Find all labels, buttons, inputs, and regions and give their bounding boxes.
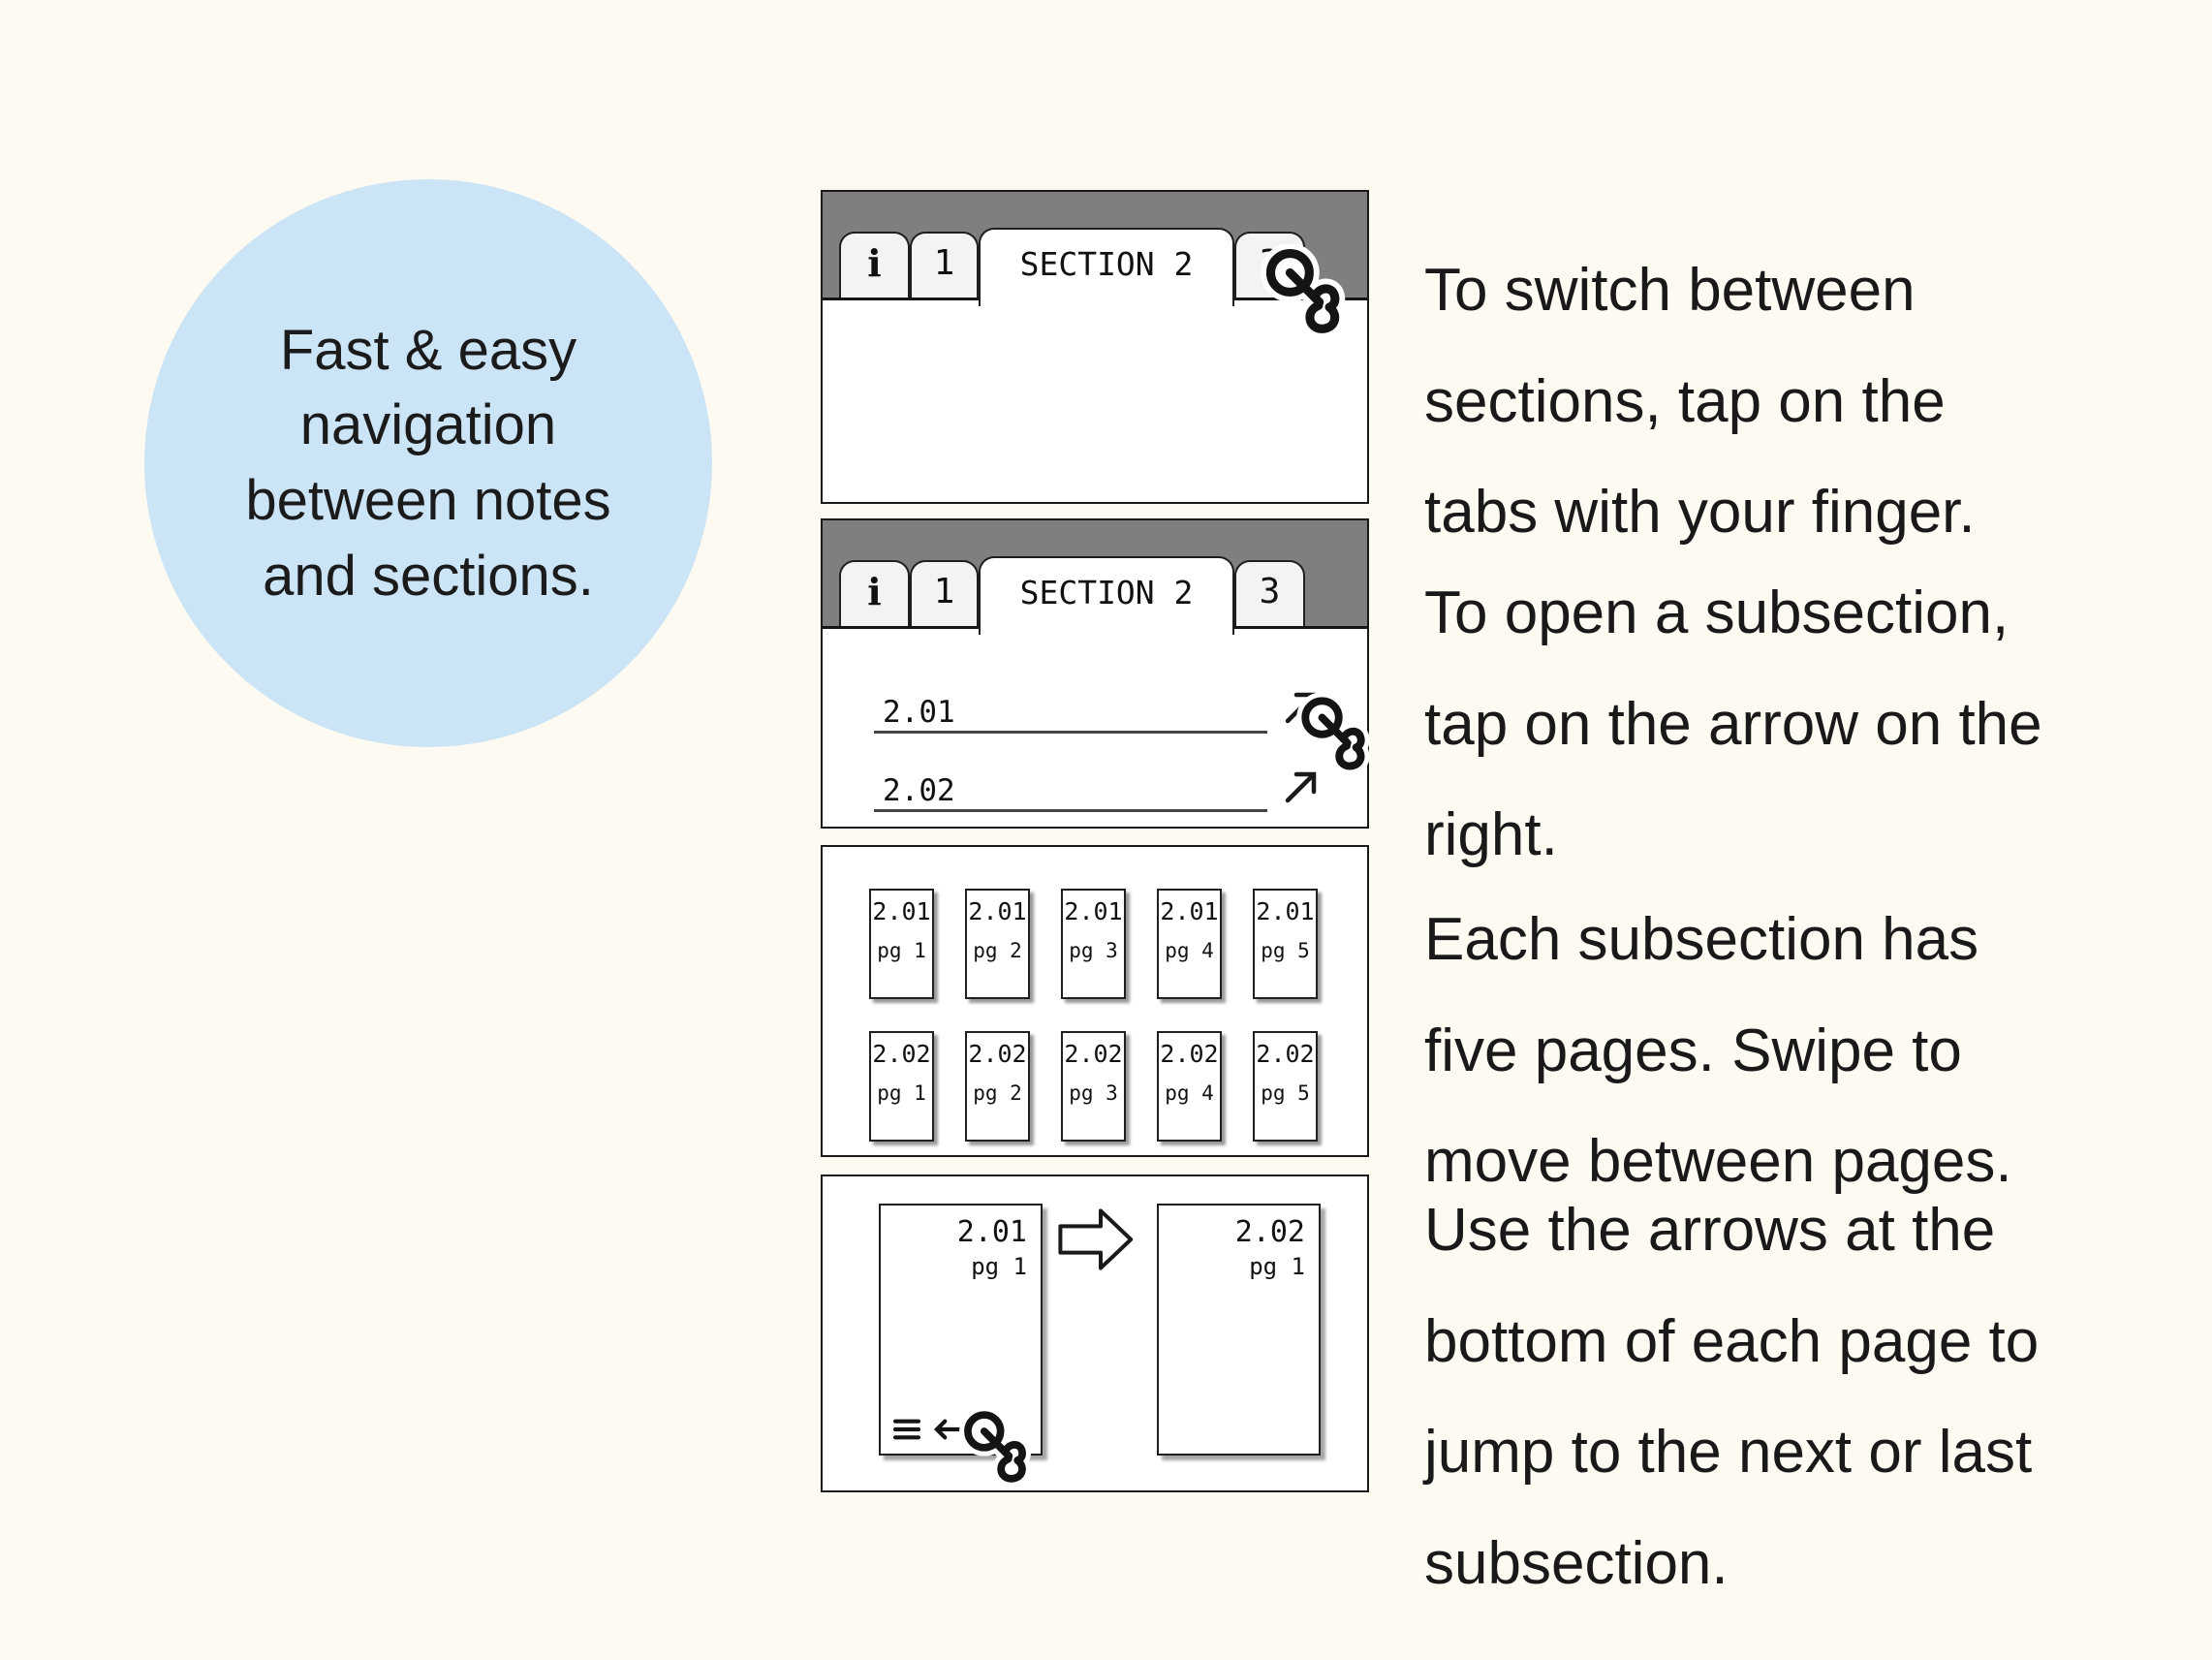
intro-text: Fast & easy navigation between notes and…	[245, 318, 611, 608]
page-thumbnail: 2.02 pg 4	[1157, 1031, 1222, 1142]
page-number: pg 1	[1249, 1253, 1305, 1280]
tap-finger-icon	[1255, 244, 1355, 345]
instruction-switch-sections: To switch between sections, tap on the t…	[1424, 257, 1976, 547]
page-corner-label: 2.01 pg 1	[957, 1215, 1027, 1280]
instruction-swipe-pages: Each subsection has five pages. Swipe to…	[1424, 906, 2012, 1196]
page-thumbnail-number: pg 5	[1261, 1081, 1310, 1105]
page-thumbnail-subsection: 2.02	[1256, 1040, 1315, 1068]
page-thumbnail: 2.02 pg 3	[1061, 1031, 1126, 1142]
tab-info: i	[839, 232, 910, 298]
subsection-underline	[874, 731, 1267, 734]
tab-info: i	[839, 560, 910, 626]
page-thumbnail-number: pg 4	[1165, 939, 1214, 962]
intro-circle: Fast & easy navigation between notes and…	[144, 179, 712, 747]
tab-section-3: 3	[1234, 560, 1305, 626]
menu-icon	[892, 1418, 921, 1441]
subsection-label: 2.02	[883, 773, 955, 808]
diagram-page-grid: 2.01 pg 1 2.01 pg 2 2.01 pg 3 2.01 pg 4 …	[821, 845, 1369, 1157]
instruction-jump-arrows: Use the arrows at the bottom of each pag…	[1424, 1197, 2040, 1598]
page-thumbnail-number: pg 4	[1165, 1081, 1214, 1105]
diagram-tab-switching: i 1 SECTION 2 3	[821, 190, 1369, 504]
page-thumbnail-subsection: 2.02	[872, 1040, 931, 1068]
page-thumbnails-row: 2.01 pg 1 2.01 pg 2 2.01 pg 3 2.01 pg 4 …	[869, 889, 1318, 999]
page-thumbnail-subsection: 2.01	[872, 897, 931, 925]
page-thumbnail-number: pg 2	[973, 939, 1022, 962]
page-thumbnail-number: pg 3	[1069, 939, 1118, 962]
page-thumbnail-subsection: 2.02	[968, 1040, 1027, 1068]
subsection-underline	[874, 809, 1267, 812]
page-thumbnails-row: 2.02 pg 1 2.02 pg 2 2.02 pg 3 2.02 pg 4 …	[869, 1031, 1318, 1142]
diagram-subsection-jump: 2.01 pg 1 2.02 pg 1	[821, 1175, 1369, 1492]
page-thumbnail-subsection: 2.02	[1160, 1040, 1219, 1068]
page-thumbnail: 2.02 pg 5	[1253, 1031, 1318, 1142]
page-thumbnail-subsection: 2.02	[1064, 1040, 1123, 1068]
tap-finger-icon	[954, 1407, 1040, 1492]
page-subsection: 2.01	[956, 1215, 1027, 1249]
page-thumbnail: 2.01 pg 5	[1253, 889, 1318, 999]
page-thumbnail-number: pg 5	[1261, 939, 1310, 962]
page-thumbnail-subsection: 2.01	[1064, 897, 1123, 925]
page-thumbnail: 2.01 pg 2	[965, 889, 1030, 999]
page-subsection: 2.02	[1234, 1215, 1305, 1249]
page-thumbnail: 2.01 pg 4	[1157, 889, 1222, 999]
page-thumbnail-subsection: 2.01	[968, 897, 1027, 925]
page-thumbnail: 2.01 pg 3	[1061, 889, 1126, 999]
tab-section-2-active: SECTION 2	[979, 228, 1234, 306]
tap-finger-icon	[1292, 693, 1379, 780]
page-thumbnail-subsection: 2.01	[1256, 897, 1315, 925]
diagram-subsection-list: i 1 SECTION 2 3 2.01 2.02	[821, 518, 1369, 829]
tab-section-1: 1	[910, 232, 979, 298]
instruction-open-subsection: To open a subsection, tap on the arrow o…	[1424, 579, 2042, 869]
page-thumbnail: 2.01 pg 1	[869, 889, 934, 999]
page-thumbnail-number: pg 2	[973, 1081, 1022, 1105]
page-corner-label: 2.02 pg 1	[1235, 1215, 1305, 1280]
page-thumbnail-number: pg 3	[1069, 1081, 1118, 1105]
tab-section-2-active: SECTION 2	[979, 556, 1234, 635]
page-mock-right: 2.02 pg 1	[1157, 1204, 1321, 1456]
subsection-label: 2.01	[883, 695, 955, 730]
page-thumbnail-subsection: 2.01	[1160, 897, 1219, 925]
page-thumbnail-number: pg 1	[877, 1081, 926, 1105]
page-thumbnail: 2.02 pg 1	[869, 1031, 934, 1142]
tab-section-1: 1	[910, 560, 979, 626]
page-thumbnail: 2.02 pg 2	[965, 1031, 1030, 1142]
page-number: pg 1	[971, 1253, 1027, 1280]
page-mock-left: 2.01 pg 1	[879, 1204, 1043, 1456]
jump-direction-arrow-icon	[1058, 1206, 1136, 1273]
page-thumbnail-number: pg 1	[877, 939, 926, 962]
